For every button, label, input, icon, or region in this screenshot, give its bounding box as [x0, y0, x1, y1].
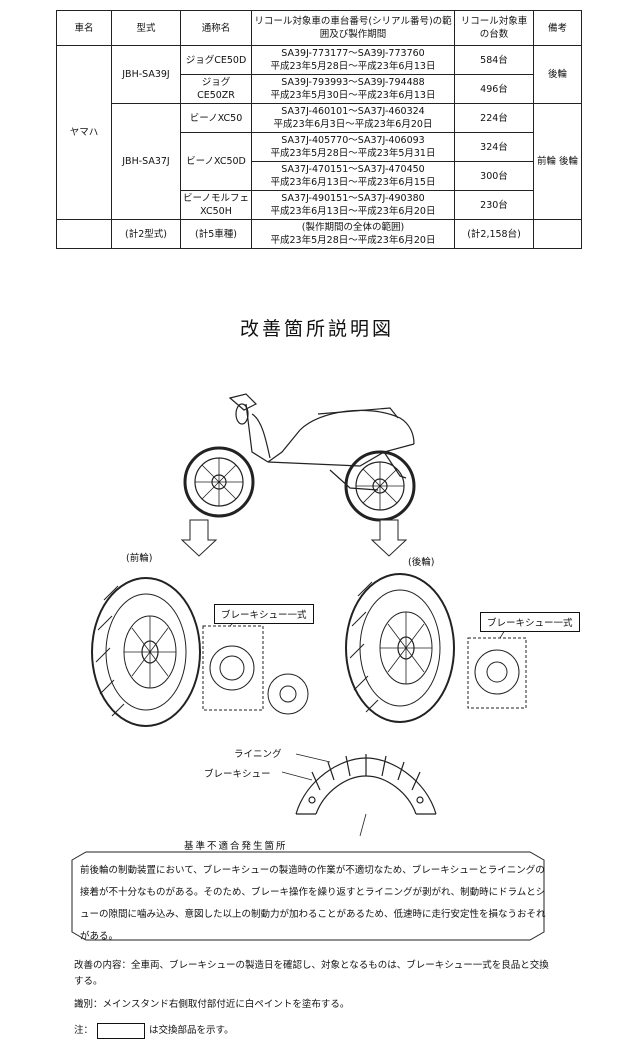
arrow-down-icon	[370, 519, 408, 557]
note-label: 注：	[74, 1025, 94, 1036]
lining-label: ライニング	[234, 749, 282, 760]
rear-brake-shoe	[474, 649, 520, 695]
count-cell: 230台	[454, 190, 534, 220]
defect-location-label: 基準不適合発生箇所	[184, 841, 288, 852]
header-remarks: 備考	[533, 10, 582, 46]
note-section: 注： は交換部品を示す。	[74, 1022, 234, 1039]
scooter-illustration	[228, 393, 415, 491]
brake-shoe-leader	[281, 771, 313, 781]
count-cell: 324台	[454, 132, 534, 162]
header-maker: 車名	[56, 10, 112, 46]
header-count: リコール対象車の台数	[454, 10, 534, 46]
remarks-cell: 前輪 後輪	[533, 103, 582, 220]
improvement-section: 改善の内容：全車両、ブレーキシューの製造日を確認し、対象となるものは、ブレーキシ…	[74, 958, 554, 990]
identification-label: 識別：	[74, 999, 103, 1010]
count-cell: 584台	[454, 45, 534, 75]
total-range: (製作期間の全体の範囲)平成23年5月28日～平成23年6月20日	[251, 219, 455, 249]
front-tire-detail	[91, 577, 201, 727]
rear-tire-detail	[345, 573, 455, 723]
maker-cell: ヤマハ	[56, 45, 112, 220]
table-header-row: 車名 型式 通称名 リコール対象車の車台番号(シリアル番号)の範囲及び製作期間 …	[56, 10, 582, 46]
rear-brake-box	[467, 637, 527, 709]
rear-wheel-scooter	[344, 450, 416, 522]
front-brake-shoe	[209, 645, 309, 715]
identification-section: 識別：メインスタンド右側取付部付近に白ペイントを塗布する。	[74, 996, 349, 1010]
model-cell: JBH-SA39J	[111, 45, 181, 104]
recall-table: 車名 型式 通称名 リコール対象車の車台番号(シリアル番号)の範囲及び製作期間 …	[56, 10, 582, 249]
brake-set-label-front: ブレーキシュー一式	[214, 604, 314, 624]
identification-text: メインスタンド右側取付部付近に白ペイントを塗布する。	[102, 999, 350, 1010]
name-cell: ビーノモルフェXC50H	[180, 190, 252, 220]
total-models: (計2型式)	[111, 219, 181, 249]
brake-set-label-rear: ブレーキシュー一式	[480, 612, 580, 632]
header-range: リコール対象車の車台番号(シリアル番号)の範囲及び製作期間	[251, 10, 455, 46]
table-row: JBH-SA37J ビーノXC50 SA37J-460101～SA37J-460…	[57, 103, 582, 220]
rear-label: (後輪)	[408, 557, 435, 568]
brake-shoe-label: ブレーキシュー	[204, 769, 271, 780]
front-wheel-scooter	[183, 446, 255, 518]
count-cell: 496台	[454, 74, 534, 104]
lining-leader	[295, 753, 331, 763]
arrow-down-icon	[180, 519, 218, 557]
front-label: (前輪)	[126, 553, 153, 564]
defect-leader	[359, 813, 367, 837]
defect-description: 前後輪の制動装置において、ブレーキシューの製造時の作業が不適切なため、ブレーキシ…	[80, 865, 546, 942]
description-frame	[71, 851, 545, 941]
note-text: は交換部品を示す。	[149, 1025, 234, 1036]
figure-title: 改善箇所説明図	[240, 318, 395, 340]
remarks-cell: 後輪	[533, 45, 582, 104]
replacement-part-box	[97, 1022, 146, 1039]
improvement-text: 全車両、ブレーキシューの製造日を確認し、対象となるものは、ブレーキシュー一式を良…	[74, 960, 549, 987]
front-brake-box	[202, 625, 264, 711]
name-cell: ジョグCE50ZR	[180, 74, 252, 104]
table-total-row: (計2型式) (計5車種) (製作期間の全体の範囲)平成23年5月28日～平成2…	[56, 219, 582, 249]
improvement-label: 改善の内容：	[74, 960, 132, 971]
brake-shoe-arc-diagram	[295, 754, 437, 815]
count-cell: 300台	[454, 161, 534, 191]
